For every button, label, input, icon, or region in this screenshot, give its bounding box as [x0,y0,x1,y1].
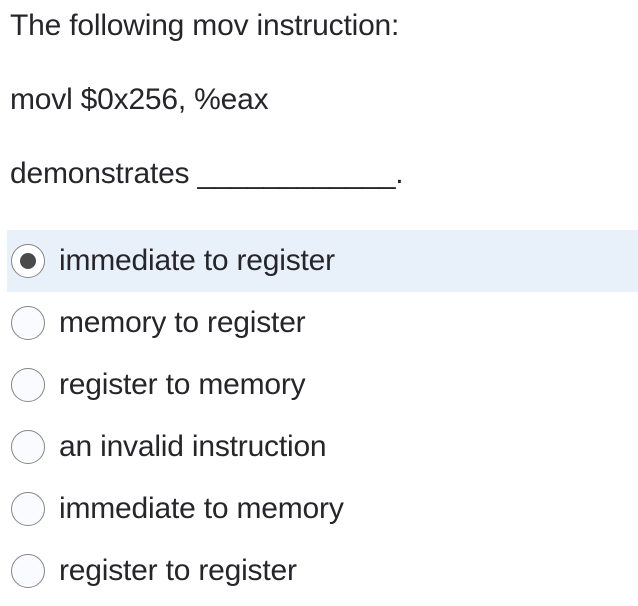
option-label: immediate to memory [59,492,344,525]
radio-button-icon[interactable] [11,554,45,588]
radio-button-icon[interactable] [11,244,45,278]
option-label: an invalid instruction [59,430,327,463]
option-label: immediate to register [59,244,335,277]
option-row[interactable]: immediate to memory [7,478,638,540]
radio-button-icon[interactable] [11,306,45,340]
options-list: immediate to register memory to register… [7,230,638,602]
option-row[interactable]: immediate to register [7,230,638,292]
option-label: register to register [59,554,297,587]
instruction-code: movl $0x256, %eax [10,83,269,116]
question-text-blank: demonstrates ____________. [10,157,404,190]
option-row[interactable]: an invalid instruction [7,416,638,478]
question-text-line1: The following mov instruction: [10,9,400,42]
radio-button-icon[interactable] [11,492,45,526]
option-row[interactable]: register to memory [7,354,638,416]
question-body: The following mov instruction: movl $0x2… [0,0,638,192]
option-label: register to memory [59,368,306,401]
radio-button-icon[interactable] [11,430,45,464]
option-row[interactable]: register to register [7,540,638,602]
radio-button-icon[interactable] [11,368,45,402]
radio-selected-dot [20,253,36,269]
option-label: memory to register [59,306,306,339]
option-row[interactable]: memory to register [7,292,638,354]
